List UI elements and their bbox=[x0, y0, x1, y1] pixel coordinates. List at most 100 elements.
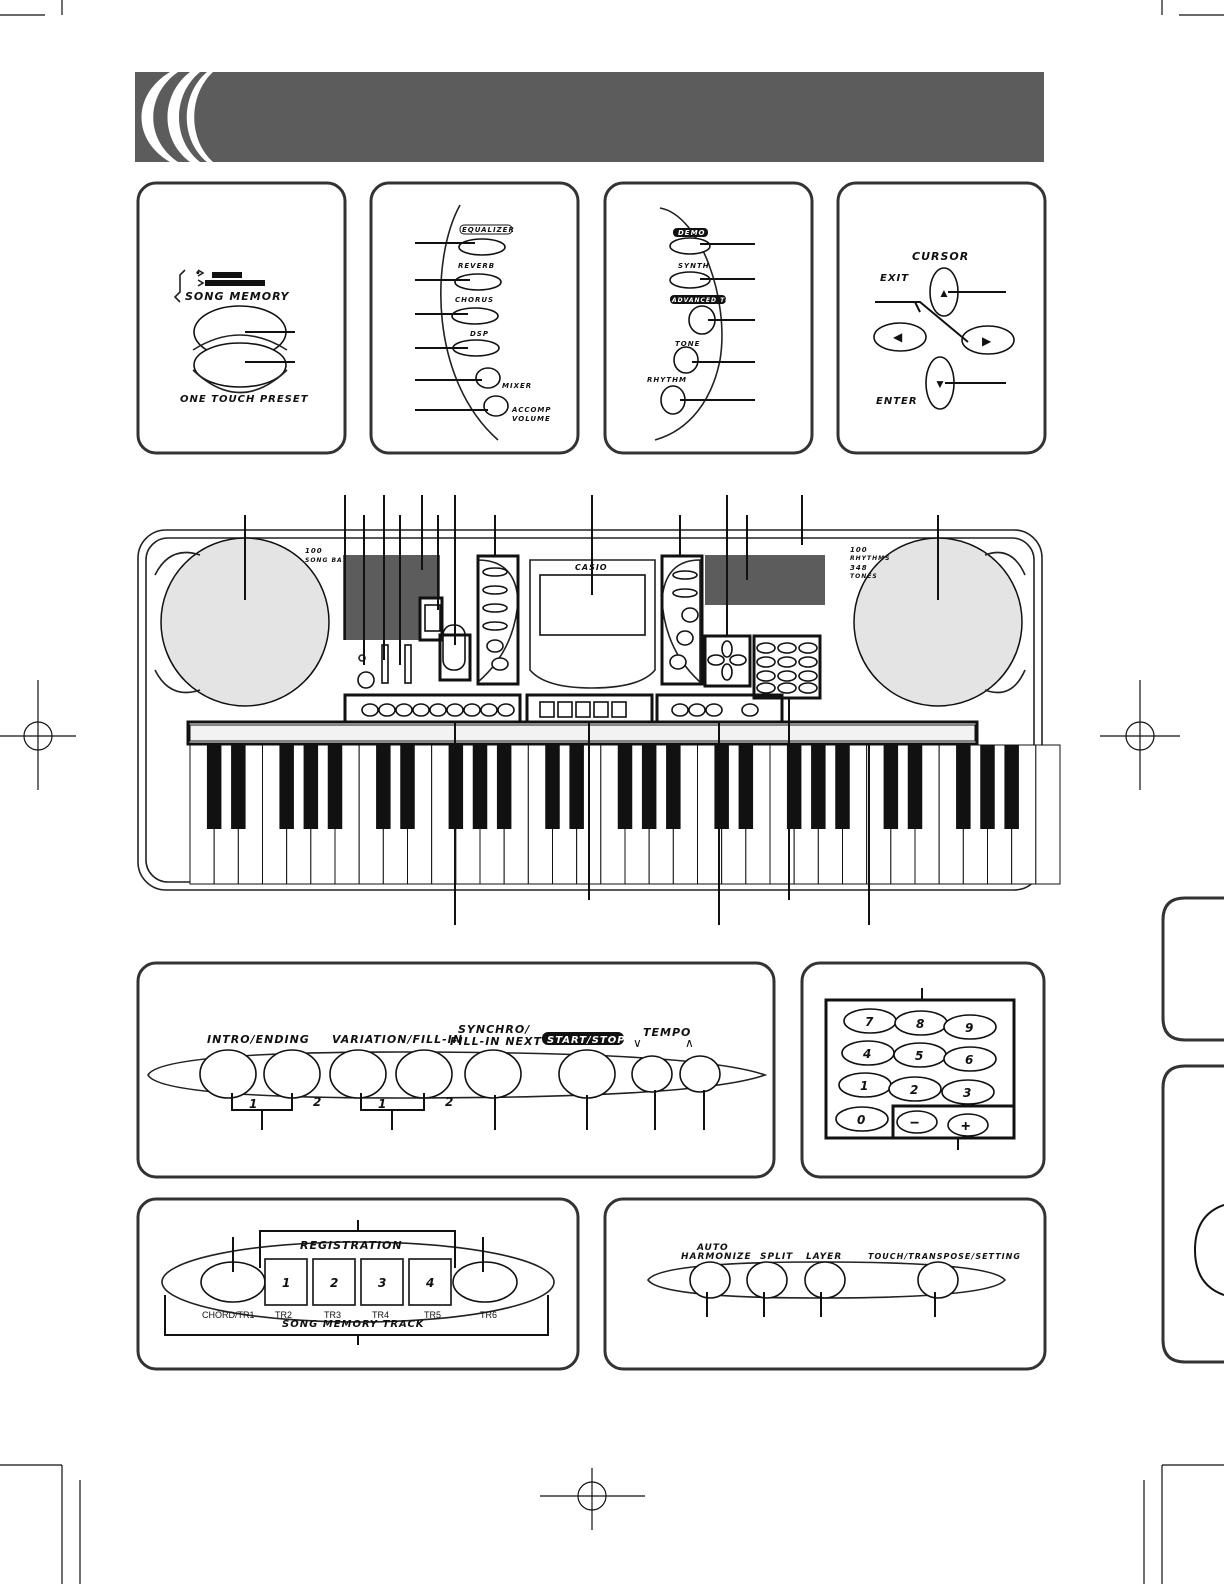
power-button[interactable] bbox=[357, 671, 375, 689]
up-arrow-icon: ▲ bbox=[938, 286, 950, 300]
layer-label: LAYER bbox=[806, 1252, 842, 1262]
accomp-volume-button[interactable] bbox=[483, 395, 509, 417]
ending-button[interactable] bbox=[263, 1049, 321, 1099]
black-key bbox=[617, 745, 633, 829]
song-memory-label: SONG MEMORY bbox=[185, 290, 290, 303]
piano-keys bbox=[189, 744, 1061, 885]
numpad-key-2[interactable] bbox=[888, 1076, 942, 1102]
black-key bbox=[714, 745, 729, 829]
chorus-button[interactable] bbox=[451, 307, 499, 325]
registration-button-1[interactable] bbox=[264, 1258, 308, 1306]
touch-transpose-setting-button[interactable] bbox=[917, 1261, 959, 1299]
brand-logo: CASIO bbox=[575, 563, 608, 572]
exit-label: EXIT bbox=[880, 273, 909, 284]
tempo-up-glyph: ∧ bbox=[685, 1036, 694, 1050]
minus-glyph: − bbox=[910, 1115, 919, 1132]
one-touch-preset-button[interactable] bbox=[193, 342, 287, 388]
black-key bbox=[206, 745, 222, 829]
equalizer-button[interactable] bbox=[458, 238, 506, 256]
rhythm-row-mini bbox=[361, 701, 759, 718]
black-key bbox=[883, 745, 899, 829]
tr6-button[interactable] bbox=[452, 1261, 518, 1303]
black-key bbox=[303, 745, 319, 829]
tempo-down-button[interactable] bbox=[631, 1055, 673, 1093]
numpad-key-8-label: 8 bbox=[916, 1017, 925, 1031]
black-key bbox=[327, 745, 343, 829]
cursor-left-button[interactable] bbox=[873, 322, 927, 352]
black-key bbox=[279, 745, 294, 829]
numpad-plus-button[interactable] bbox=[947, 1113, 989, 1137]
numpad-key-6[interactable] bbox=[943, 1046, 997, 1072]
black-key bbox=[569, 745, 584, 829]
panel-rhythm-controller: INTRO/ENDING VARIATION/FILL-IN SYNCHRO/ … bbox=[136, 961, 776, 1179]
registration-button-4[interactable] bbox=[408, 1258, 452, 1306]
tempo-up-button[interactable] bbox=[679, 1055, 721, 1093]
one-touch-preset-label: ONE TOUCH PRESET bbox=[180, 394, 309, 405]
intro-2-label: 2 bbox=[313, 1095, 322, 1109]
numpad-key-5-label: 5 bbox=[915, 1049, 924, 1063]
harmonize-label: HARMONIZE bbox=[681, 1252, 752, 1262]
black-key bbox=[496, 745, 512, 829]
black-key bbox=[545, 745, 560, 829]
black-key bbox=[666, 745, 681, 829]
panel-cursor: CURSOR EXIT ▲ ◀ ▶ ▼ ENTER bbox=[836, 181, 1047, 455]
track-tr4-label: TR4 bbox=[372, 1310, 389, 1320]
tempo-label: TEMPO bbox=[643, 1026, 691, 1039]
black-key bbox=[980, 745, 995, 829]
registration-button-2[interactable] bbox=[312, 1258, 356, 1306]
auto-label: AUTO bbox=[696, 1243, 729, 1253]
mixer-button[interactable] bbox=[475, 367, 501, 389]
track-tr5-label: TR5 bbox=[424, 1310, 441, 1320]
numpad-key-2-label: 2 bbox=[910, 1083, 919, 1097]
left-arrow-icon: ◀ bbox=[893, 330, 903, 344]
effect-buttons-mini bbox=[482, 567, 509, 671]
start-stop-button[interactable] bbox=[558, 1049, 616, 1099]
numpad-key-9[interactable] bbox=[943, 1014, 997, 1040]
panel-modes: DEMO SYNTH ADVANCED TONE TONE RHYTHM bbox=[603, 181, 814, 455]
registration-button-3[interactable] bbox=[360, 1258, 404, 1306]
cursor-mini bbox=[707, 640, 747, 681]
cursor-right-button[interactable] bbox=[961, 325, 1015, 355]
variation-fill-label: VARIATION/FILL-IN bbox=[332, 1033, 463, 1046]
variation-button[interactable] bbox=[329, 1049, 387, 1099]
volume-label: VOLUME bbox=[512, 415, 551, 423]
split-label: SPLIT bbox=[760, 1252, 793, 1262]
reverb-button[interactable] bbox=[454, 273, 502, 291]
right-arrow-icon: ▶ bbox=[982, 334, 992, 348]
touch-transpose-label: TOUCH/TRANSPOSE/SETTING bbox=[868, 1252, 1021, 1261]
demo-label: DEMO bbox=[678, 229, 706, 237]
synchro-label-1: SYNCHRO/ bbox=[458, 1023, 530, 1036]
side-tabs bbox=[1161, 896, 1224, 1364]
auto-harmonize-button[interactable] bbox=[689, 1261, 731, 1299]
track-tr6-label: TR6 bbox=[480, 1310, 497, 1320]
black-key bbox=[907, 745, 923, 829]
badge-right-3: 348 bbox=[850, 564, 868, 572]
numpad-key-0-label: 0 bbox=[857, 1113, 866, 1127]
black-key bbox=[472, 745, 488, 829]
black-key bbox=[811, 745, 826, 829]
tone-button[interactable] bbox=[673, 346, 699, 374]
intro-button[interactable] bbox=[199, 1049, 257, 1099]
badge-right-1: 100 bbox=[850, 546, 868, 554]
numpad-key-0[interactable] bbox=[835, 1106, 889, 1132]
numpad-key-3-label: 3 bbox=[963, 1086, 972, 1100]
synchro-button[interactable] bbox=[464, 1049, 522, 1099]
white-key bbox=[1035, 744, 1061, 885]
pitch-slider[interactable] bbox=[404, 644, 412, 684]
split-button[interactable] bbox=[746, 1261, 788, 1299]
numpad-key-1-label: 1 bbox=[860, 1079, 869, 1093]
layer-button[interactable] bbox=[804, 1261, 846, 1299]
accomp-label: ACCOMP bbox=[511, 406, 552, 414]
numpad-minus-button[interactable] bbox=[896, 1110, 938, 1134]
down-arrow-icon: ▼ bbox=[934, 377, 946, 391]
demo-button[interactable] bbox=[669, 237, 711, 255]
numpad-key-3[interactable] bbox=[941, 1079, 995, 1105]
synchro-label-2: FILL-IN NEXT bbox=[450, 1035, 543, 1048]
mode-buttons-mini bbox=[669, 570, 699, 670]
enter-label: ENTER bbox=[876, 396, 918, 407]
plus-glyph: + bbox=[961, 1118, 970, 1135]
start-stop-label: START/STOP bbox=[547, 1035, 626, 1046]
intro-1-label: 1 bbox=[249, 1097, 258, 1111]
fill-in-button[interactable] bbox=[395, 1049, 453, 1099]
intro-ending-label: INTRO/ENDING bbox=[207, 1033, 310, 1046]
